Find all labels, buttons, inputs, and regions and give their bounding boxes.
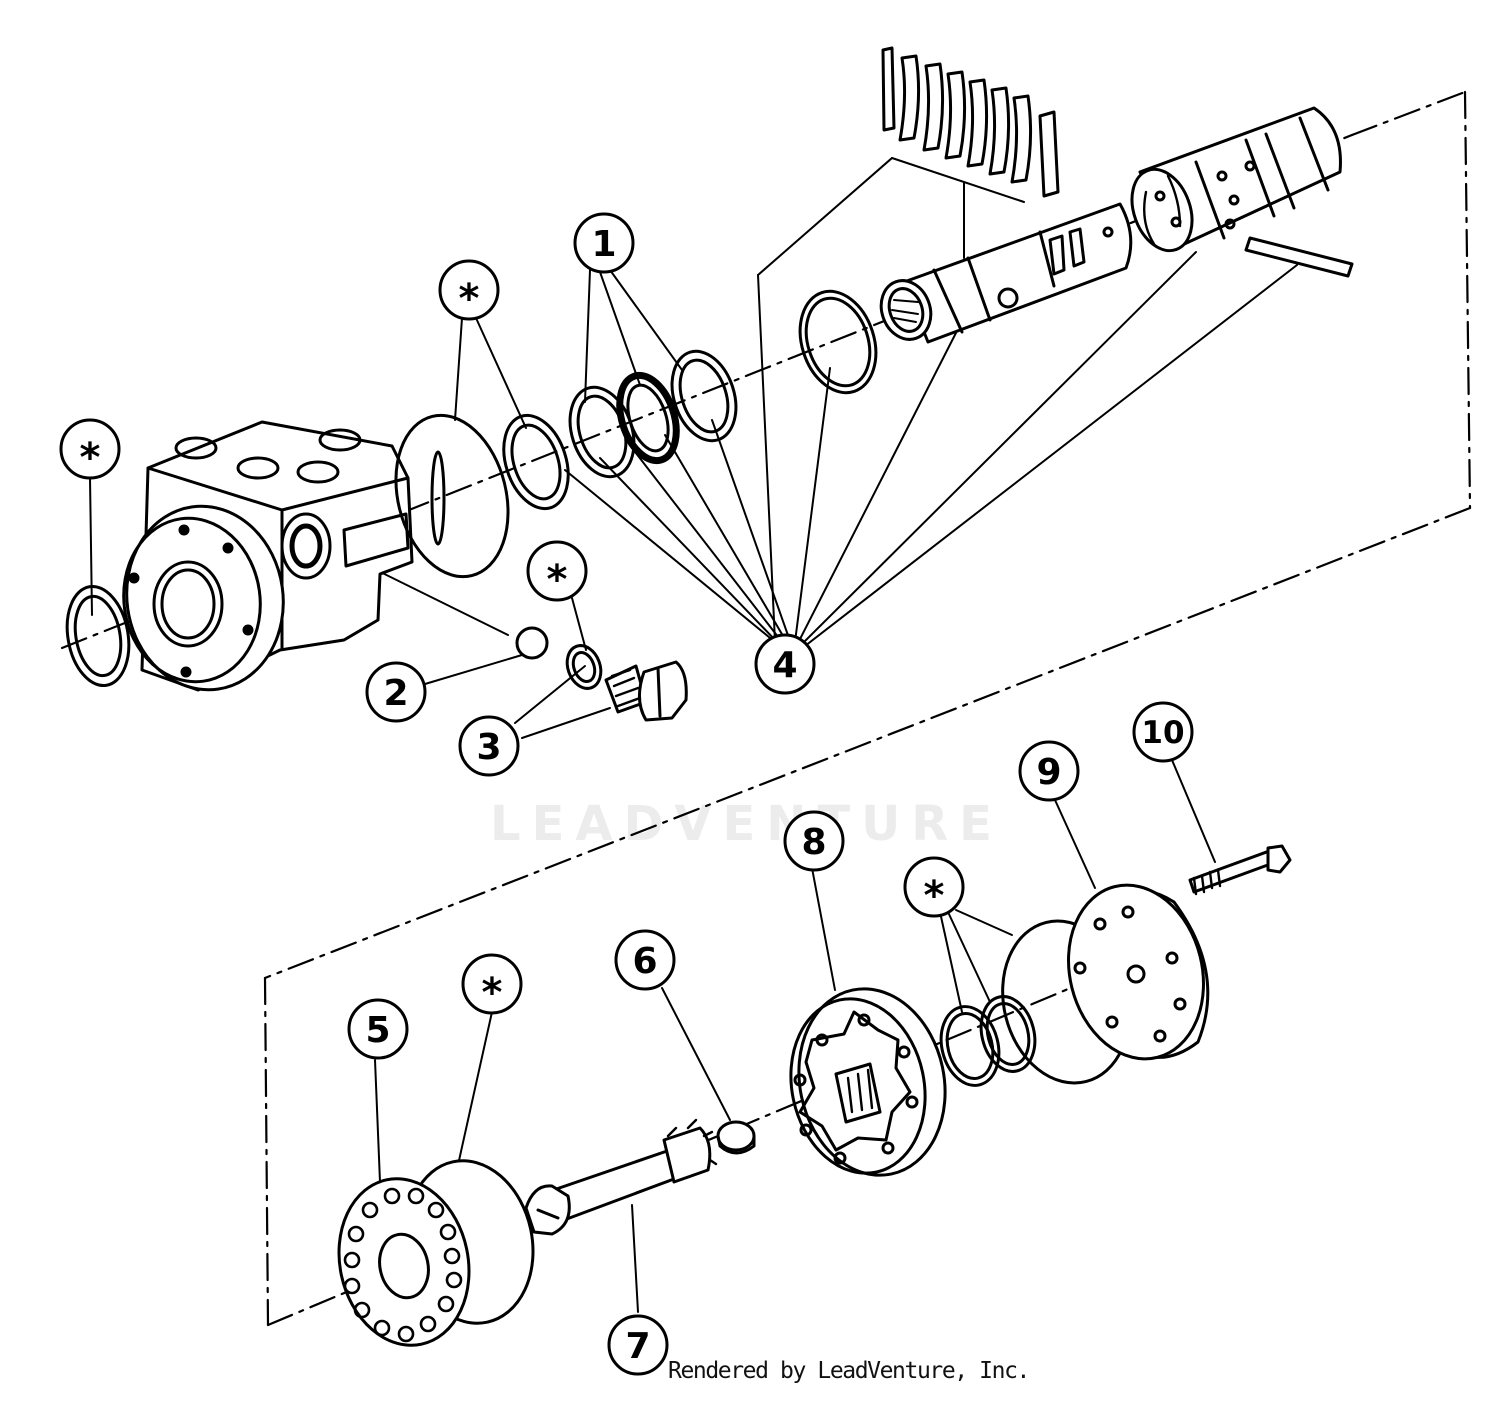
part-1-thrust-bearing <box>568 349 738 479</box>
svg-text:9: 9 <box>1036 752 1061 793</box>
callout-6: 6 <box>614 929 676 991</box>
callout-1: 1 <box>573 212 635 274</box>
part-4-spool-and-sleeve <box>798 46 1354 395</box>
leader-lines <box>89 157 1298 1313</box>
watermark-text: LEADVENTURE <box>490 796 1003 852</box>
svg-text:7: 7 <box>625 1326 650 1367</box>
part-8-gerotor-set <box>789 987 947 1177</box>
callout-asterisk-end-cap-seal: * <box>461 953 523 1016</box>
svg-text:3: 3 <box>476 727 501 768</box>
callout-asterisk-body-seals: * <box>438 259 500 322</box>
callout-4: 4 <box>754 633 816 695</box>
svg-text:1: 1 <box>591 224 616 265</box>
callout-10: 10 <box>1132 701 1194 763</box>
svg-text:*: * <box>924 873 945 919</box>
svg-text:*: * <box>482 970 503 1016</box>
svg-text:8: 8 <box>801 822 826 863</box>
part-3-plug <box>565 644 688 722</box>
part-6-spacer <box>716 1120 756 1155</box>
svg-text:6: 6 <box>632 941 657 982</box>
callout-8: 8 <box>783 810 845 872</box>
part-2-check-ball <box>515 626 549 660</box>
callout-asterisk-cover-seals: * <box>903 856 965 919</box>
callout-7: 7 <box>607 1314 669 1376</box>
callout-5: 5 <box>347 998 409 1060</box>
callout-3: 3 <box>458 715 520 777</box>
callout-asterisk-plug-seal: * <box>526 540 588 603</box>
svg-text:*: * <box>459 276 480 322</box>
part-10-cap-screw <box>1188 844 1292 896</box>
render-credit: Rendered by LeadVenture, Inc. <box>668 1358 1030 1384</box>
part-5-end-cap <box>337 1159 535 1347</box>
housing-seals <box>65 413 570 688</box>
svg-text:4: 4 <box>772 645 797 686</box>
callout-2: 2 <box>365 661 427 723</box>
part-7-drive-shaft <box>524 1118 718 1236</box>
svg-text:2: 2 <box>383 673 408 714</box>
svg-text:5: 5 <box>365 1010 390 1051</box>
svg-text:10: 10 <box>1141 715 1184 751</box>
assembly-axis-lines <box>60 90 1472 1327</box>
svg-text:*: * <box>547 557 568 603</box>
part-9-end-cover <box>939 883 1210 1087</box>
callout-asterisk-housing-seal: * <box>59 418 121 481</box>
valve-housing <box>122 420 446 692</box>
callout-9: 9 <box>1018 740 1080 802</box>
callouts: 1 2 3 4 5 6 7 8 <box>59 212 1194 1376</box>
svg-text:*: * <box>80 435 101 481</box>
